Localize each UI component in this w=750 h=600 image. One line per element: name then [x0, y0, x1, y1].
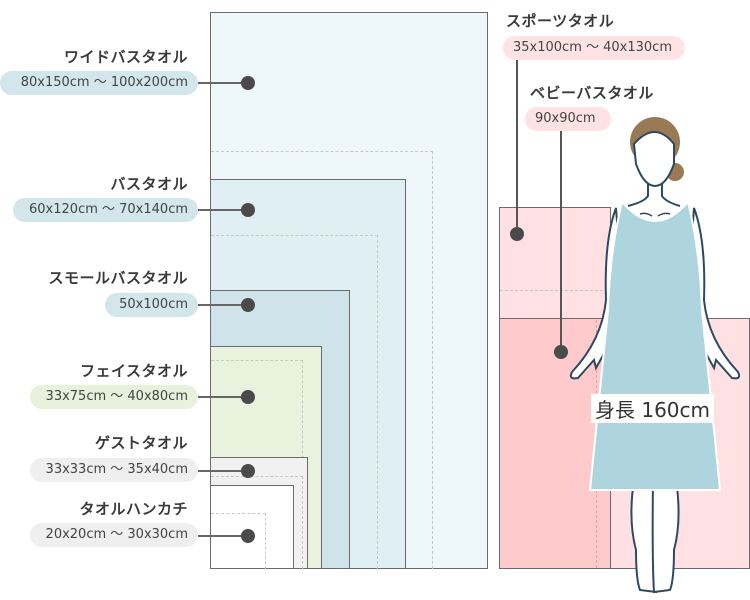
marker-dot	[241, 529, 255, 543]
marker-dot	[241, 298, 255, 312]
towel-size-handkerchief: 20x20cm 〜 30x30cm	[30, 523, 198, 547]
marker-dot	[554, 345, 568, 359]
leader-line	[198, 470, 248, 472]
towel-name-wide-bath: ワイドバスタオル	[63, 48, 188, 66]
leader-line	[198, 396, 248, 398]
towel-size-bath: 60x120cm 〜 70x140cm	[13, 198, 198, 222]
marker-dot	[241, 76, 255, 90]
towel-name-sports: スポーツタオル	[506, 12, 615, 30]
leader-line	[198, 535, 248, 537]
towel-size-wide-bath: 80x150cm 〜 100x200cm	[0, 71, 198, 95]
towel-range-bath	[211, 235, 378, 569]
towel-size-guest: 33x33cm 〜 35x40cm	[30, 458, 198, 482]
leader-line	[198, 209, 248, 211]
face-icon	[627, 131, 681, 217]
towel-rect-handkerchief	[210, 485, 294, 569]
leader-line	[516, 60, 518, 235]
leader-line	[198, 304, 248, 306]
marker-dot	[241, 203, 255, 217]
towel-name-small-bath: スモールバスタオル	[48, 269, 188, 287]
person-figure	[569, 117, 741, 594]
towel-range-sports	[500, 290, 608, 569]
towel-name-handkerchief: タオルハンカチ	[79, 500, 188, 518]
towel-name-face: フェイスタオル	[79, 362, 188, 380]
towel-size-sports: 35x100cm 〜 40x130cm	[503, 36, 685, 60]
towel-name-baby-bath: ベビーバスタオル	[530, 84, 654, 102]
leader-line	[560, 131, 562, 351]
legs-icon	[630, 479, 680, 594]
towel-name-guest: ゲストタオル	[94, 434, 188, 452]
marker-dot	[241, 390, 255, 404]
leader-line	[198, 82, 248, 84]
height-label: 身長 160cm	[591, 394, 715, 423]
towel-size-small-bath: 50x100cm	[105, 293, 198, 317]
marker-dot	[510, 227, 524, 241]
towel-range-handkerchief	[211, 513, 266, 569]
towel-name-bath: バスタオル	[110, 175, 188, 193]
towel-range-wide-bath	[211, 151, 433, 569]
towel-range-guest	[211, 476, 303, 569]
towel-size-baby-bath: 90x90cm	[525, 107, 611, 131]
towel-size-face: 33x75cm 〜 40x80cm	[30, 385, 198, 409]
marker-dot	[241, 464, 255, 478]
